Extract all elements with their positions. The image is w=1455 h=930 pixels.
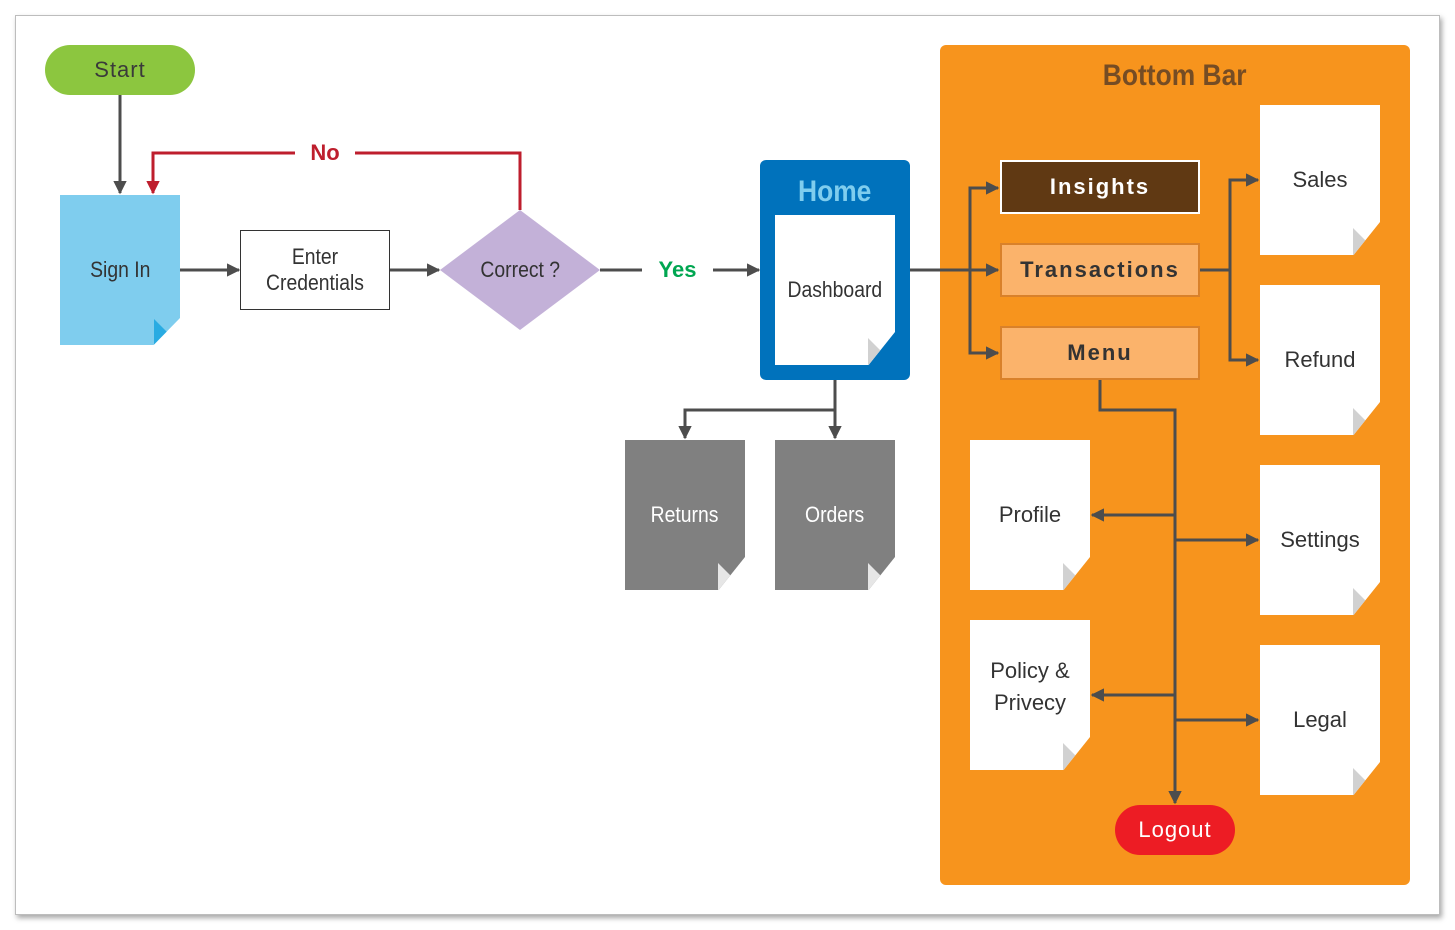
yes-label-text: Yes bbox=[658, 257, 697, 282]
menu-node: Menu bbox=[1000, 326, 1200, 380]
sales-label: Sales bbox=[1292, 167, 1348, 192]
sign-in-label: Sign In bbox=[89, 257, 151, 282]
correct-label: Correct ? bbox=[480, 257, 560, 282]
transactions-node: Transactions bbox=[1000, 243, 1200, 297]
home-title: Home bbox=[798, 175, 872, 208]
legal-node: Legal bbox=[1260, 645, 1380, 795]
enter-credentials-node: Enter Credentials bbox=[240, 230, 390, 310]
dashboard-label: Dashboard bbox=[787, 277, 883, 302]
settings-label: Settings bbox=[1280, 527, 1360, 552]
no-label: No bbox=[295, 138, 355, 168]
orders-node: Orders bbox=[775, 440, 895, 590]
menu-label: Menu bbox=[1067, 340, 1133, 365]
start-node: Start bbox=[45, 45, 195, 95]
sales-node: Sales bbox=[1260, 105, 1380, 255]
logout-label: Logout bbox=[1138, 817, 1212, 842]
policy-label-line2: Privecy bbox=[993, 690, 1067, 715]
no-loop-line-left bbox=[146, 151, 295, 195]
legal-label: Legal bbox=[1293, 707, 1347, 732]
policy-label-line1: Policy & bbox=[990, 658, 1070, 683]
insights-node: Insights bbox=[1000, 160, 1200, 214]
refund-label: Refund bbox=[1284, 347, 1356, 372]
transactions-label: Transactions bbox=[1020, 257, 1180, 282]
no-label-text: No bbox=[310, 140, 340, 165]
home-to-returns-arrow bbox=[678, 380, 837, 440]
bottom-bar-title-text: Bottom Bar bbox=[1103, 59, 1247, 92]
orders-label: Orders bbox=[805, 502, 865, 527]
bottom-bar-title: Bottom Bar bbox=[940, 58, 1410, 94]
insights-label: Insights bbox=[1049, 174, 1151, 199]
no-loop-line-right bbox=[355, 151, 522, 210]
yes-label: Yes bbox=[642, 255, 713, 285]
policy-node: Policy & Privecy bbox=[970, 620, 1090, 770]
returns-label: Returns bbox=[651, 502, 719, 527]
logout-node: Logout bbox=[1115, 805, 1235, 855]
profile-node: Profile bbox=[970, 440, 1090, 590]
enter-credentials-label: Enter Credentials bbox=[266, 244, 364, 295]
refund-node: Refund bbox=[1260, 285, 1380, 435]
start-label: Start bbox=[94, 57, 146, 82]
profile-label: Profile bbox=[998, 502, 1062, 527]
settings-node: Settings bbox=[1260, 465, 1380, 615]
